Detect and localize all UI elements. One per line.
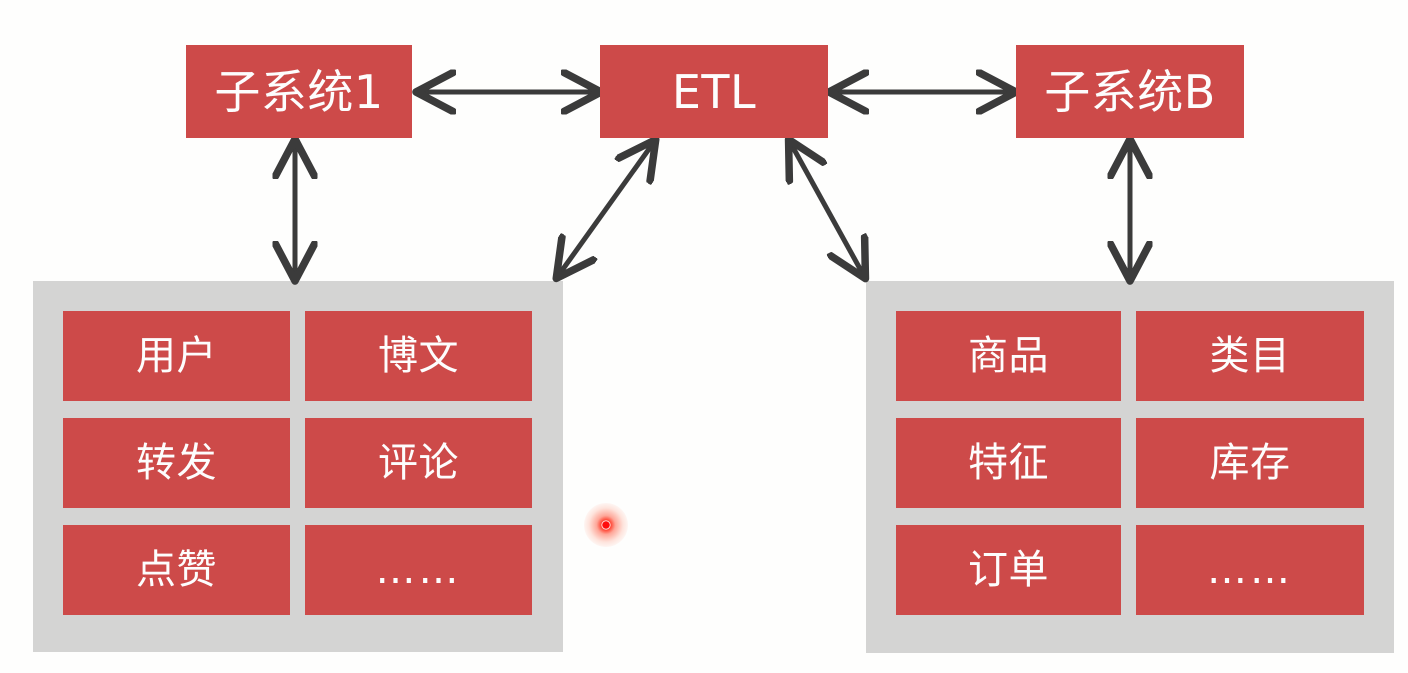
mouse-pointer-highlight xyxy=(584,503,628,547)
cell-comment[interactable]: 评论 xyxy=(305,418,532,508)
cell-feature[interactable]: 特征 xyxy=(896,418,1121,508)
cell-user[interactable]: 用户 xyxy=(63,311,290,401)
cell-stock[interactable]: 库存 xyxy=(1136,418,1364,508)
cell-order[interactable]: 订单 xyxy=(896,525,1121,615)
connector-etl-rightpanel xyxy=(790,142,864,276)
cell-like[interactable]: 点赞 xyxy=(63,525,290,615)
cell-post[interactable]: 博文 xyxy=(305,311,532,401)
node-subsystem-1[interactable]: 子系统1 xyxy=(186,45,412,138)
node-etl[interactable]: ETL xyxy=(600,45,828,138)
cell-category[interactable]: 类目 xyxy=(1136,311,1364,401)
cell-product[interactable]: 商品 xyxy=(896,311,1121,401)
connector-etl-leftpanel xyxy=(558,142,654,276)
cell-more-right[interactable]: …… xyxy=(1136,525,1364,615)
cell-more-left[interactable]: …… xyxy=(305,525,532,615)
cell-repost[interactable]: 转发 xyxy=(63,418,290,508)
node-subsystem-b[interactable]: 子系统B xyxy=(1016,45,1244,138)
